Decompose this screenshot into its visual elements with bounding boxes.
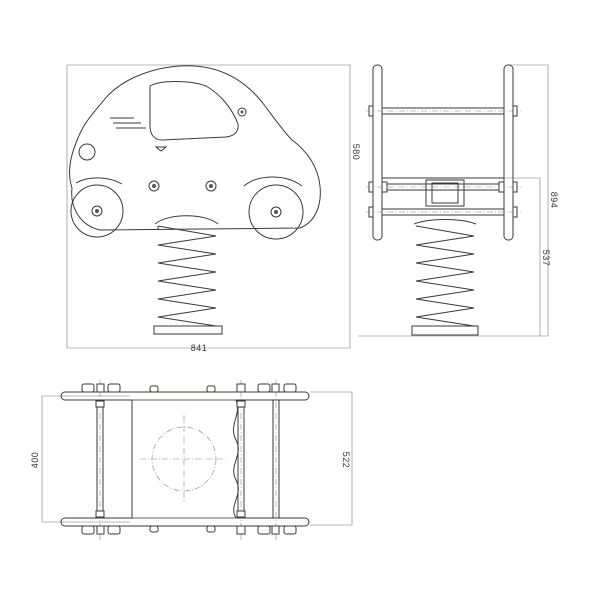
nut xyxy=(95,510,105,518)
nut xyxy=(107,525,121,535)
dimension-height-label: 580 xyxy=(351,144,361,161)
nut xyxy=(257,383,271,393)
middle-bar-nut-right xyxy=(512,181,518,193)
dimension-top-outer-label: 522 xyxy=(341,452,351,469)
side-spring-base xyxy=(411,325,479,336)
front-wheel-arch xyxy=(75,177,123,185)
dimension-top-inner-label: 400 xyxy=(30,452,40,469)
top-dimension-522 xyxy=(310,391,353,526)
nut xyxy=(236,383,246,393)
nut xyxy=(283,525,297,535)
inner-rod-nuts xyxy=(95,400,246,518)
side-dimension-894 xyxy=(510,64,549,336)
dimension-seat-height-label: 537 xyxy=(541,250,551,267)
dimension-side-height-label: 894 xyxy=(549,192,559,209)
top-view: 400 522 xyxy=(30,380,353,540)
middle-bar-inner-nut-left xyxy=(381,181,388,193)
nut xyxy=(271,383,280,393)
spring-base xyxy=(153,325,223,335)
nut xyxy=(149,525,159,533)
front-spring xyxy=(157,225,217,327)
nut xyxy=(236,510,246,518)
front-wheel xyxy=(70,184,124,238)
mirror-bolt-center xyxy=(240,110,244,114)
lower-bar-nut-right xyxy=(512,206,518,218)
nut xyxy=(107,383,121,393)
front-wheel-hub-center xyxy=(95,209,99,213)
nut xyxy=(271,525,280,535)
middle-bar-inner-nut-right xyxy=(498,181,505,193)
side-panel-left xyxy=(372,64,383,241)
front-dimension-frame xyxy=(66,64,351,349)
dimension-width-label: 841 xyxy=(191,343,208,353)
nut xyxy=(236,400,246,408)
spring-top-mount xyxy=(154,215,219,225)
nut xyxy=(206,385,216,393)
nut xyxy=(96,383,105,393)
rear-wheel-hub-center xyxy=(274,210,278,214)
upper-nuts xyxy=(81,383,297,393)
nut xyxy=(81,383,95,393)
lower-nuts xyxy=(81,525,297,535)
car-emblem xyxy=(154,146,168,152)
side-spring xyxy=(413,219,477,327)
middle-bar-nut-left xyxy=(368,181,374,193)
nut xyxy=(236,525,246,535)
rear-wheel xyxy=(248,184,304,240)
nut xyxy=(206,525,216,533)
spring-clamp-inner xyxy=(431,182,459,204)
side-dimension-537 xyxy=(466,177,541,336)
upper-bar-nut-right xyxy=(512,105,518,117)
front-view: 841 580 xyxy=(66,64,361,353)
nut xyxy=(96,525,105,535)
side-view: 894 537 xyxy=(358,64,559,337)
nut xyxy=(95,400,105,408)
car-window xyxy=(149,81,239,141)
car-grille-lines xyxy=(110,117,146,129)
nut xyxy=(257,525,271,535)
car-body-outline xyxy=(69,65,321,231)
seat-plank xyxy=(131,399,239,519)
lower-bar-nut-left xyxy=(368,206,374,218)
upper-bar-nut-left xyxy=(368,105,374,117)
nut xyxy=(283,383,297,393)
spring-clamp xyxy=(425,179,465,207)
nut xyxy=(81,525,95,535)
body-bolt-left-center xyxy=(152,184,156,188)
side-panel-right xyxy=(503,64,514,241)
rear-wheel-arch xyxy=(243,176,303,187)
nut xyxy=(149,385,159,393)
car-headlight xyxy=(78,143,96,161)
top-dimension-400 xyxy=(41,395,130,523)
body-bolt-right-center xyxy=(209,184,213,188)
